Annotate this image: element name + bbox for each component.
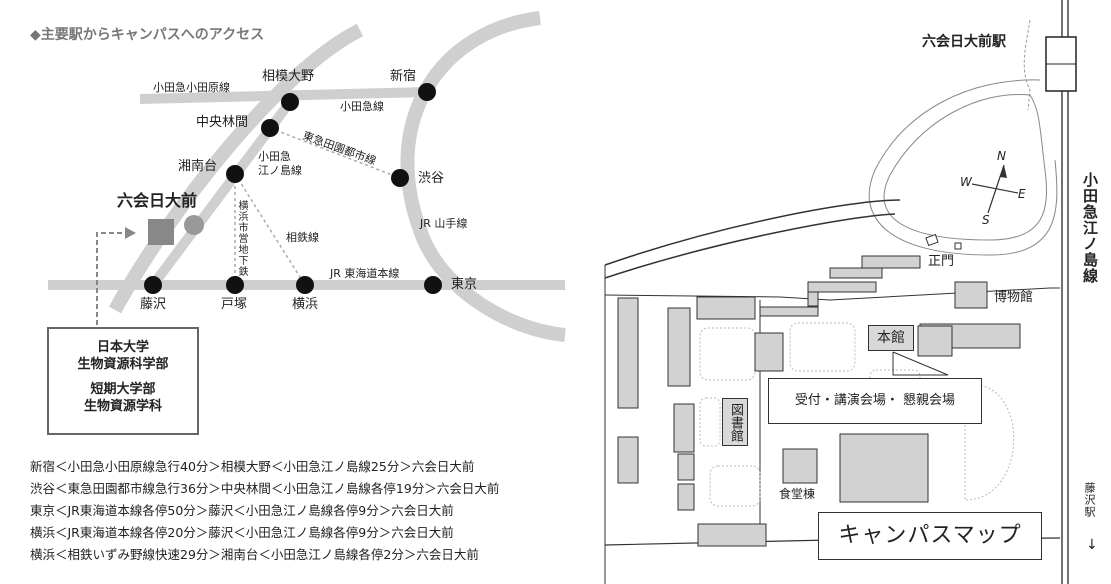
- denentoshi-line: [269, 127, 401, 179]
- route-arrow-head: [125, 227, 136, 239]
- station-label-shonandai: 湘南台: [178, 159, 218, 174]
- sotetsu-label: 相鉄線: [286, 231, 319, 244]
- fujisawa-direction-label: 藤沢駅: [1083, 482, 1096, 518]
- station-label-tokyo: 東京: [451, 277, 478, 292]
- enoshima-label: 小田急 江ノ島線: [258, 150, 302, 177]
- building: [807, 291, 819, 307]
- main-building-label: 本館: [868, 325, 914, 351]
- access-title: ◆主要駅からキャンパスへのアクセス: [30, 27, 265, 43]
- compass-e: E: [1018, 187, 1026, 201]
- route-item: 新宿＜小田急小田原線急行40分＞相模大野＜小田急江ノ島線25分＞六会日大前: [30, 459, 475, 474]
- campus-map-title: キャンパスマップ: [818, 512, 1042, 560]
- junior-college: 短期大学部: [90, 382, 156, 397]
- odakyu-odawara-line: [139, 87, 428, 104]
- field-area: [699, 327, 756, 381]
- route-item: 横浜＜相鉄いずみ野線快速29分＞湘南台＜小田急江ノ島線各停2分＞六会日大前: [30, 547, 479, 562]
- northwest-arc: [108, 23, 364, 314]
- station-label-totsuka: 戸塚: [221, 297, 248, 312]
- field-area: [699, 397, 721, 447]
- building: [861, 255, 921, 269]
- campus-station-label: 六会日大前駅: [922, 34, 1006, 50]
- station-path: [1023, 19, 1031, 111]
- loop-road-outer: [868, 79, 1058, 256]
- subway-label: 横浜市営地下鉄: [236, 200, 247, 277]
- compass-s: S: [982, 213, 990, 227]
- building: [917, 325, 953, 357]
- station-label-shibuya: 渋谷: [418, 171, 445, 186]
- station-dot-tokyo: [424, 276, 442, 294]
- callout-leader: [892, 351, 949, 376]
- callout-box: 受付・講演会場・ 懇親会場: [768, 378, 982, 424]
- building: [673, 403, 695, 453]
- station-label-sagami-ono: 相模大野: [262, 69, 315, 84]
- station-label-chuo-rinkan: 中央林間: [196, 115, 249, 130]
- loop-road-inner: [883, 93, 1047, 241]
- building: [697, 523, 767, 547]
- university-name: 日本大学: [96, 340, 149, 355]
- museum-label: 博物館: [994, 290, 1034, 305]
- station-dot-sagami-ono: [281, 93, 299, 111]
- building: [617, 297, 639, 409]
- building: [759, 306, 819, 317]
- main-gate-label: 正門: [928, 254, 955, 269]
- yamanote-label: JR 山手線: [420, 217, 468, 230]
- route-arrow: [96, 232, 125, 325]
- station-building: [1045, 36, 1077, 92]
- library-label: 図書館: [722, 398, 748, 446]
- compass-w: W: [960, 175, 972, 189]
- building: [839, 433, 929, 503]
- main-road-upper: [604, 199, 901, 266]
- yamanote-line: [400, 11, 566, 342]
- building: [807, 281, 877, 293]
- station-dot-totsuka: [226, 276, 244, 294]
- compass-n: N: [997, 149, 1006, 163]
- route-item: 東京＜JR東海道本線各停50分＞藤沢＜小田急江ノ島線各停9分＞六会日大前: [30, 503, 454, 518]
- station-dot-yokohama: [296, 276, 314, 294]
- university-faculty: 生物資源科学部: [77, 357, 169, 372]
- gate-post: [925, 233, 939, 247]
- junior-college-dept: 生物資源学科: [83, 399, 162, 414]
- inner-road: [604, 287, 1060, 301]
- railway-label: 小田急江ノ島線: [1081, 172, 1099, 284]
- fujisawa-arrow-icon: ↓: [1086, 537, 1098, 553]
- access-diagram: [48, 11, 566, 342]
- station-label-fujisawa: 藤沢: [140, 297, 167, 312]
- building: [954, 281, 988, 309]
- sotetsu-line: [234, 173, 306, 286]
- building: [696, 296, 756, 320]
- field-area: [789, 322, 856, 372]
- odakyu-label: 小田急線: [340, 100, 384, 113]
- station-dot-fujisawa: [144, 276, 162, 294]
- station-label-yokohama: 横浜: [292, 297, 319, 312]
- station-dot-shonandai: [226, 165, 244, 183]
- building: [667, 307, 691, 387]
- building: [677, 483, 695, 511]
- station-dot-chuo-rinkan: [261, 119, 279, 137]
- building: [782, 448, 818, 484]
- building: [617, 436, 639, 484]
- field-area: [709, 465, 761, 507]
- tokaido-label: JR 東海道本線: [330, 267, 400, 280]
- gate-post: [954, 242, 962, 250]
- station-dot-shibuya: [391, 169, 409, 187]
- building: [754, 332, 784, 372]
- university-box: 日本大学 生物資源科学部 短期大学部 生物資源学科: [47, 327, 199, 435]
- building: [919, 323, 1021, 349]
- compass: [971, 164, 1019, 214]
- main-road-lower: [604, 213, 896, 279]
- station-dot-shinjuku: [418, 83, 436, 101]
- building: [829, 267, 883, 279]
- building: [677, 453, 695, 481]
- route-item: 渋谷＜東急田園都市線急行36分＞中央林間＜小田急江ノ島線各停19分＞六会日大前: [30, 481, 500, 496]
- route-list: 新宿＜小田急小田原線急行40分＞相模大野＜小田急江ノ島線25分＞六会日大前 渋谷…: [30, 456, 499, 566]
- cafeteria-label: 食堂棟: [779, 487, 816, 501]
- campus-marker: [148, 219, 174, 245]
- rokkai-station-marker: [184, 215, 204, 235]
- route-item: 横浜＜JR東海道本線各停20分＞藤沢＜小田急江ノ島線各停9分＞六会日大前: [30, 525, 454, 540]
- odakyu-odawara-label: 小田急小田原線: [153, 81, 230, 94]
- station-label-rokkai: 六会日大前: [117, 191, 198, 210]
- station-label-shinjuku: 新宿: [390, 69, 417, 84]
